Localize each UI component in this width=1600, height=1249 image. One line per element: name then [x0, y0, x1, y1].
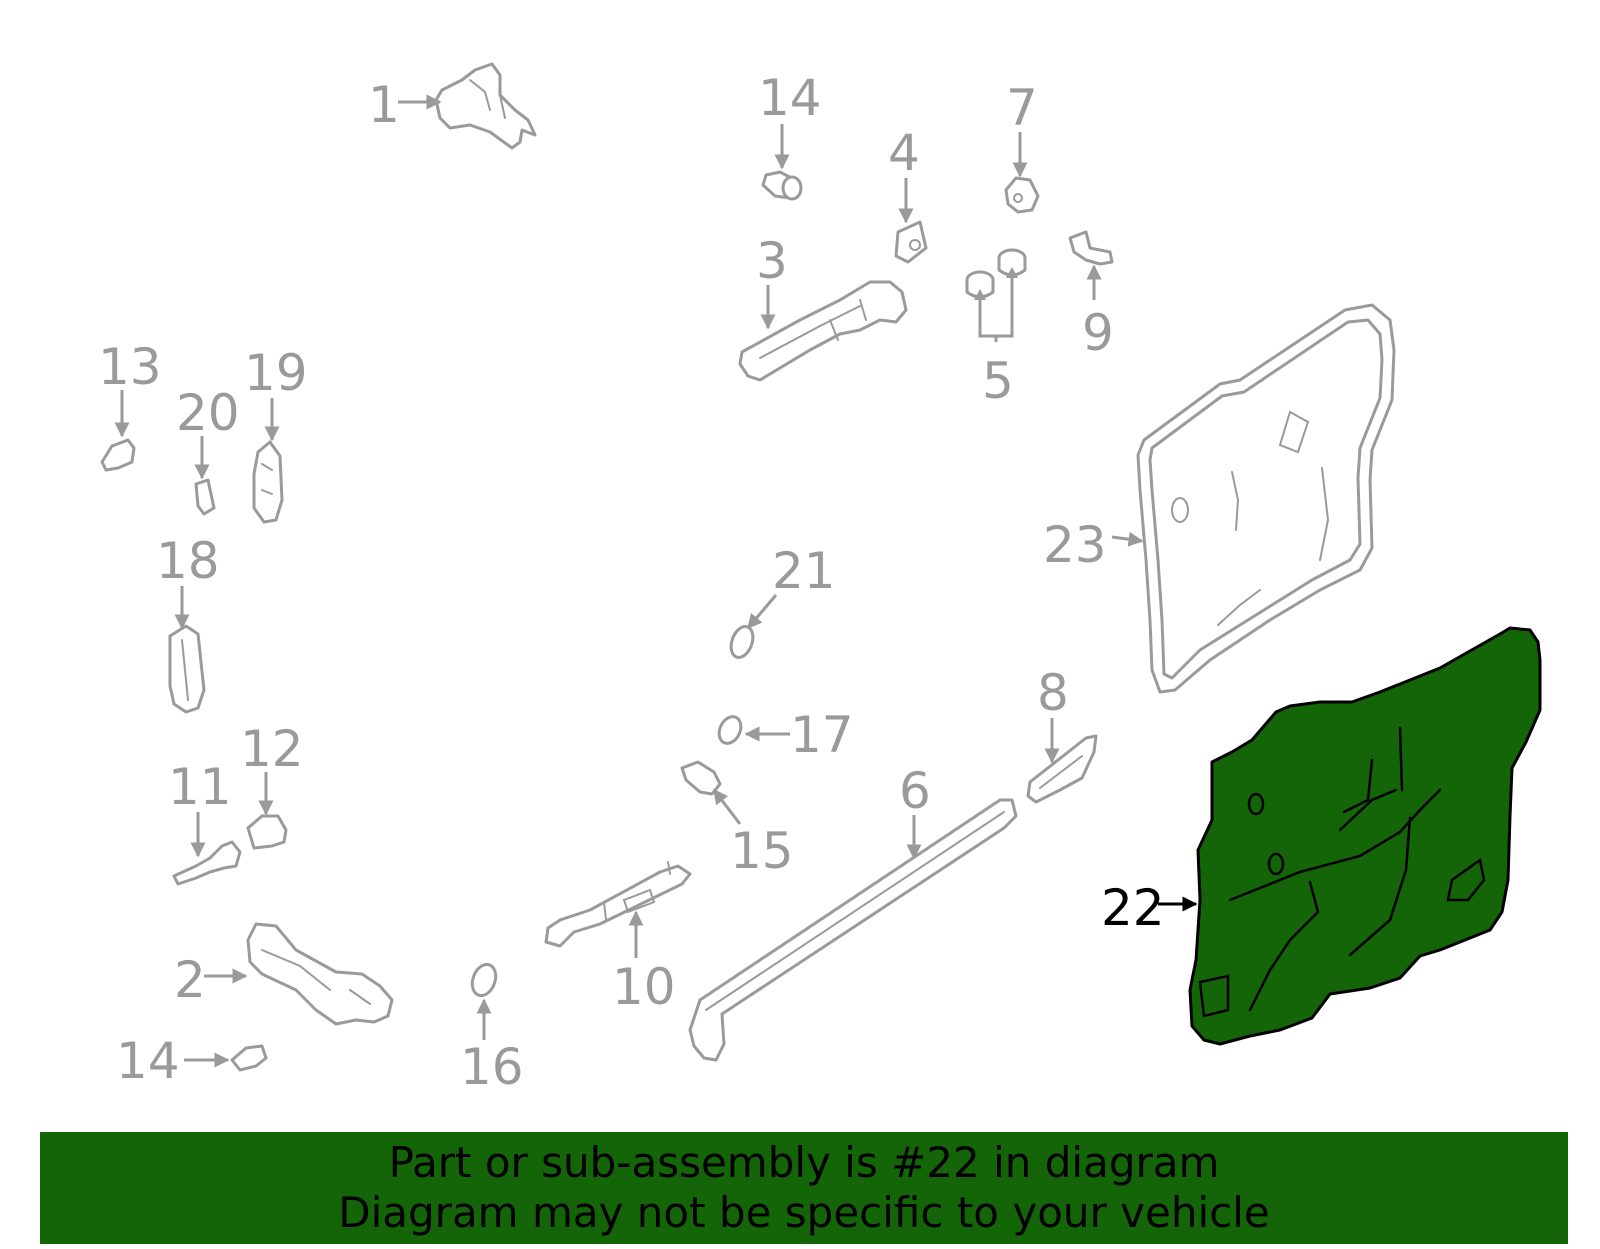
part-21[interactable]	[727, 624, 757, 661]
callout-bracket-5	[978, 270, 1014, 342]
part-4[interactable]	[894, 220, 928, 264]
callout-label-21: 21	[772, 542, 836, 600]
part-9[interactable]	[1068, 230, 1114, 266]
callout-arrow-15	[712, 788, 742, 825]
part-16[interactable]	[468, 961, 500, 999]
part-20[interactable]	[194, 478, 216, 516]
callout-label-4: 4	[888, 124, 920, 182]
callout-label-17: 17	[790, 706, 854, 764]
callout-label-3: 3	[756, 232, 788, 290]
part-6[interactable]	[688, 798, 1018, 1062]
callout-label-13: 13	[98, 338, 162, 396]
callout-label-23: 23	[1043, 516, 1107, 574]
part-23[interactable]	[1136, 303, 1396, 694]
callout-label-1: 1	[368, 76, 400, 134]
part-15[interactable]	[680, 760, 722, 796]
part-10[interactable]	[544, 861, 692, 948]
part-3[interactable]	[738, 280, 908, 382]
callout-label-10: 10	[612, 958, 676, 1016]
part-18[interactable]	[168, 624, 206, 714]
part-14-bottom[interactable]	[230, 1044, 268, 1072]
part-14-top[interactable]	[761, 170, 803, 201]
notice-banner: Part or sub-assembly is #22 in diagram D…	[40, 1132, 1568, 1244]
part-19[interactable]	[252, 440, 284, 524]
callout-label-22: 22	[1101, 879, 1165, 937]
callout-label-18: 18	[156, 532, 220, 590]
callout-label-14-bottom: 14	[116, 1032, 180, 1090]
callout-label-8: 8	[1037, 664, 1069, 722]
part-13[interactable]	[100, 438, 136, 472]
callout-arrow-23	[1111, 531, 1144, 547]
part-8[interactable]	[1026, 734, 1098, 804]
notice-line-2: Diagram may not be specific to your vehi…	[338, 1188, 1270, 1237]
callout-label-2: 2	[174, 951, 206, 1009]
part-7[interactable]	[1004, 176, 1040, 214]
part-2[interactable]	[246, 922, 394, 1026]
part-5[interactable]	[965, 248, 1027, 299]
callout-label-6: 6	[899, 762, 931, 820]
callout-label-20: 20	[176, 384, 240, 442]
part-22[interactable]	[1188, 626, 1542, 1046]
callout-label-9: 9	[1082, 304, 1114, 362]
callout-label-7: 7	[1006, 79, 1038, 137]
callout-label-15: 15	[730, 822, 794, 880]
callout-label-11: 11	[168, 758, 232, 816]
part-11[interactable]	[172, 840, 242, 886]
callout-arrow-21	[746, 594, 778, 630]
callout-label-5: 5	[982, 352, 1014, 410]
callout-label-12: 12	[240, 720, 304, 778]
part-12[interactable]	[246, 814, 288, 850]
callout-label-14-top: 14	[758, 69, 822, 127]
callout-label-16: 16	[460, 1038, 524, 1096]
callout-label-19: 19	[244, 344, 308, 402]
notice-line-1: Part or sub-assembly is #22 in diagram	[388, 1138, 1220, 1187]
parts-diagram: 1 14 4 7 3 5 9	[98, 62, 1542, 1096]
part-17[interactable]	[715, 713, 745, 747]
part-1[interactable]	[434, 62, 537, 150]
